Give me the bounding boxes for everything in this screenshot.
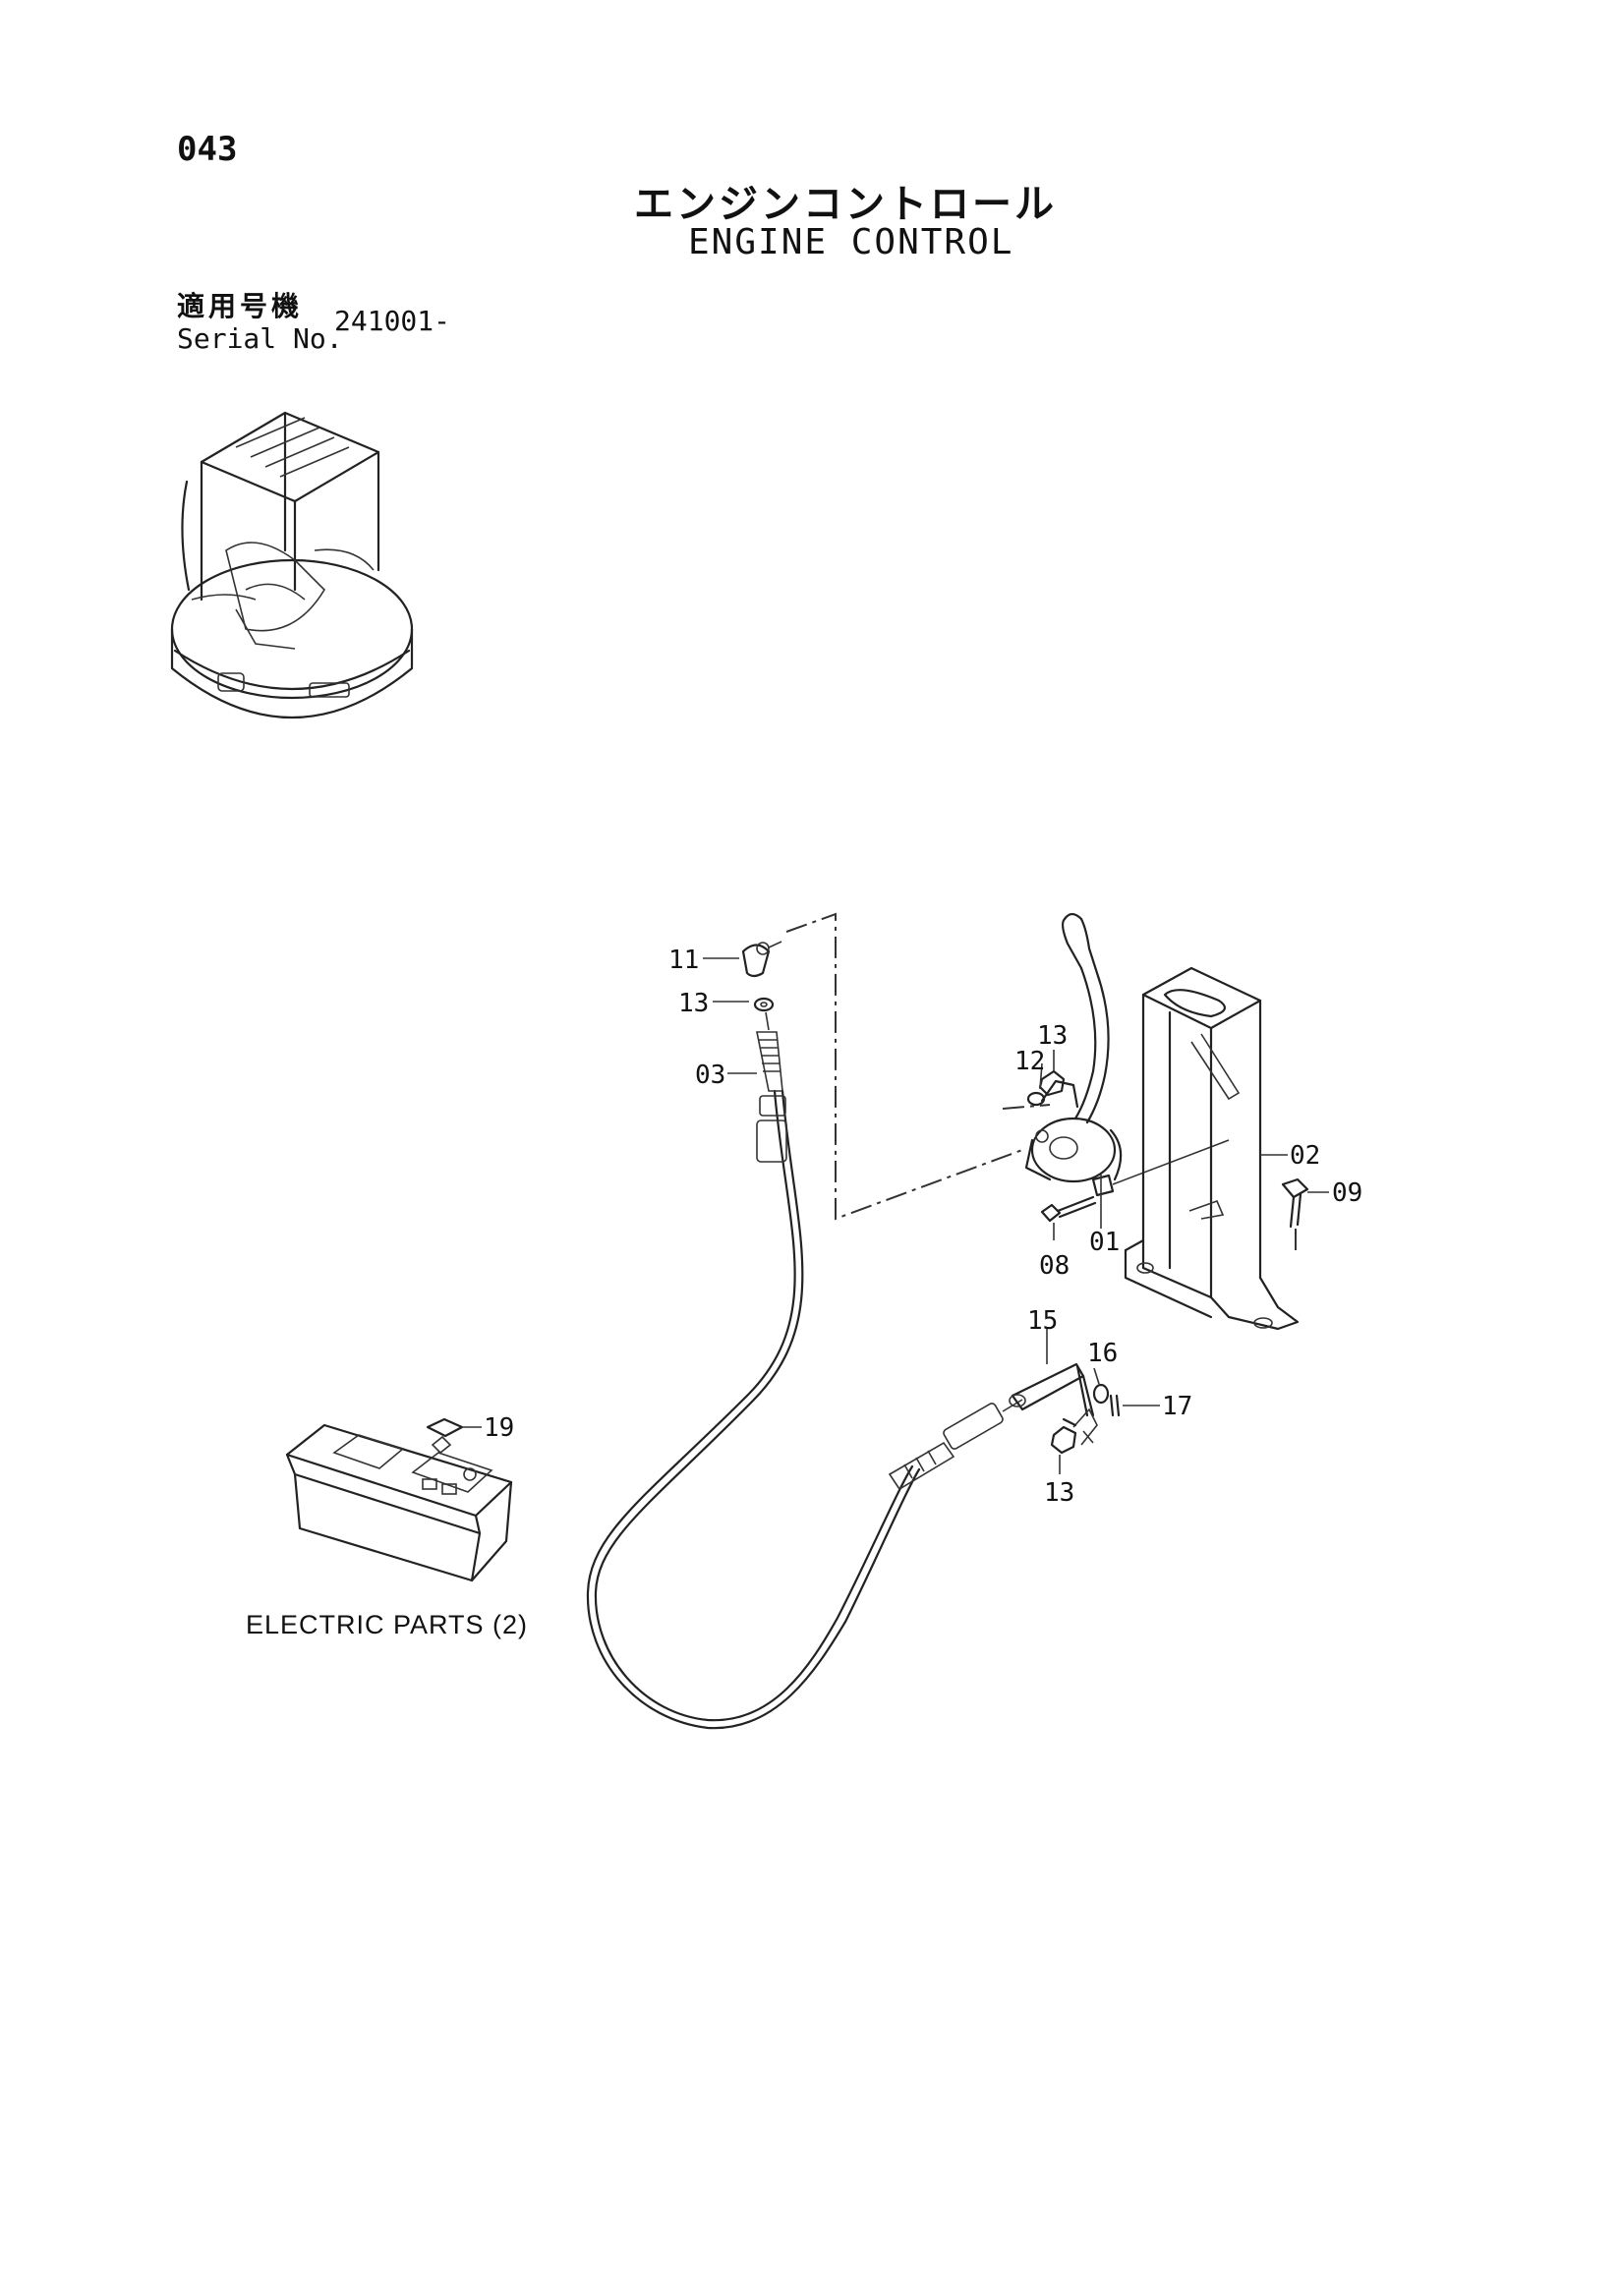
electric-parts-reference: ELECTRIC PARTS (2) xyxy=(246,1610,529,1639)
washer-12 xyxy=(1026,1091,1046,1107)
part-label-16: 16 xyxy=(1087,1339,1118,1368)
part-label-08: 08 xyxy=(1039,1251,1070,1281)
bolt-09 xyxy=(1281,1177,1309,1229)
part-label-19: 19 xyxy=(484,1413,514,1443)
monitor-panel-19 xyxy=(285,1423,513,1582)
bolt-08 xyxy=(1040,1195,1097,1223)
throttle-cable-03 xyxy=(586,1011,1023,1730)
serial-label-english: Serial No. xyxy=(177,322,343,355)
title-english: ENGINE CONTROL xyxy=(688,222,1014,262)
leader-lines xyxy=(462,957,1329,1474)
pin-17 xyxy=(1109,1394,1121,1417)
part-label-01: 01 xyxy=(1089,1228,1120,1257)
part-label-11: 11 xyxy=(668,946,699,975)
part-number-labels: 11 13 03 13 12 02 09 08 01 15 16 17 13 1… xyxy=(484,946,1362,1508)
part-label-09: 09 xyxy=(1332,1178,1362,1208)
machine-overview-illustration xyxy=(170,411,414,719)
alignment-line-washer xyxy=(1002,1104,1051,1110)
part-label-17: 17 xyxy=(1162,1392,1192,1421)
bracket-02 xyxy=(1124,966,1300,1331)
link-lever-15 xyxy=(1009,1362,1098,1446)
part-label-15: 15 xyxy=(1027,1306,1058,1336)
part-label-03: 03 xyxy=(695,1061,725,1090)
part-label-13-lower: 13 xyxy=(1044,1478,1074,1508)
part-label-13-upper: 13 xyxy=(678,989,709,1018)
title-japanese: エンジンコントロール xyxy=(634,182,1057,227)
serial-number-value: 241001- xyxy=(334,305,451,337)
part-label-02: 02 xyxy=(1290,1141,1320,1171)
washer-16 xyxy=(1092,1383,1110,1405)
nut-13-lower xyxy=(1050,1417,1077,1455)
control-lever-01 xyxy=(1024,912,1230,1197)
label-sticker-19 xyxy=(426,1417,464,1438)
part-label-12: 12 xyxy=(1014,1047,1045,1076)
page-number: 043 xyxy=(177,130,238,169)
washer-13-upper xyxy=(753,997,775,1012)
part-label-13-lever: 13 xyxy=(1037,1021,1068,1051)
ball-joint-11 xyxy=(741,941,782,978)
alignment-line-cable-lever xyxy=(785,912,1023,1221)
serial-label-japanese: 適用号機 xyxy=(177,290,304,322)
